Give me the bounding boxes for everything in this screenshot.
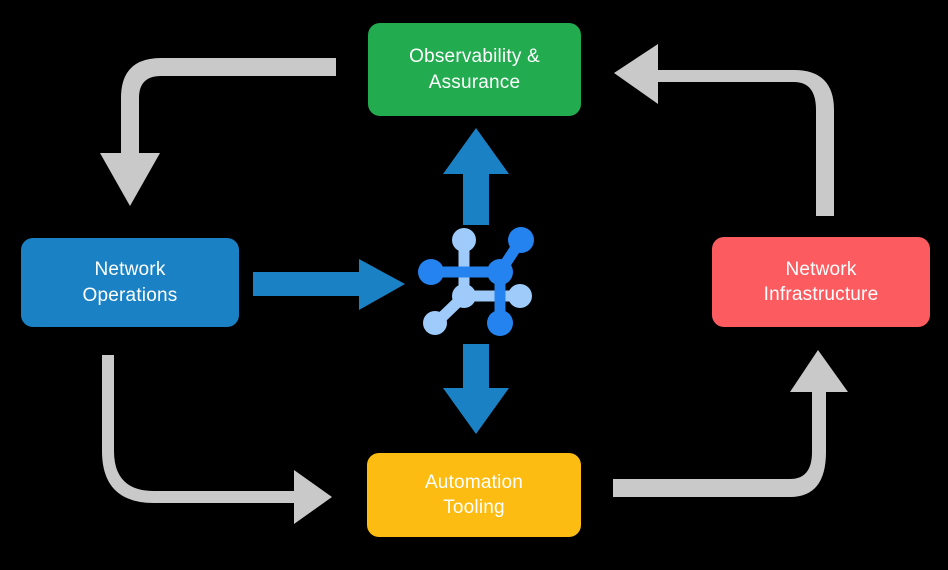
arrow-center-up [443,128,509,225]
arrow-infrastructure-to-observability [614,44,834,216]
network-icon-dark-nodes [418,227,534,336]
node-network-infrastructure[interactable]: Network Infrastructure [712,237,930,327]
arrow-operations-to-automation [102,355,332,524]
node-automation-tooling[interactable]: Automation Tooling [367,453,581,537]
arrow-observability-to-operations [100,58,336,206]
arrow-operations-to-center [253,259,405,310]
node-network-operations[interactable]: Network Operations [21,238,239,327]
network-icon-light-nodes [423,228,532,335]
node-observability-assurance[interactable]: Observability & Assurance [368,23,581,116]
arrow-automation-to-infrastructure [613,350,848,497]
arrow-center-down [443,344,509,434]
